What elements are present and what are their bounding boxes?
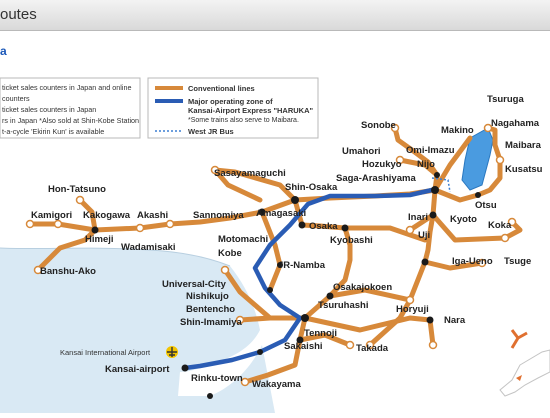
arrow-icon — [510, 329, 528, 349]
conventional-lines — [27, 125, 523, 385]
station-akashi: Akashi — [137, 210, 168, 221]
legend-left-line-2: counters — [2, 94, 30, 103]
station-kyoto: Kyoto — [450, 214, 477, 225]
station-nara: Nara — [444, 315, 466, 326]
station-omi-imazu: Omi-Imazu — [406, 145, 455, 156]
station-osaka: Osaka — [309, 221, 338, 232]
station-kobe: Kobe — [218, 248, 242, 259]
station-sannomiya: Sannomiya — [193, 210, 244, 221]
station-iga-ueno: Iga-Ueno — [452, 256, 493, 267]
station-kakogawa: Kakogawa — [83, 210, 131, 221]
station-universal-city: Universal-City — [162, 279, 227, 290]
station-kamigori: Kamigori — [31, 210, 72, 221]
station-koka: Koka — [488, 220, 512, 231]
airport-label: Kansai International Airport — [60, 348, 151, 357]
station-kyobashi: Kyobashi — [330, 235, 373, 246]
route-map: ticket sales counters in Japan and onlin… — [0, 70, 550, 413]
legend-conventional-label: Conventional lines — [188, 84, 255, 93]
station-maibara: Maibara — [505, 140, 542, 151]
station-wakayama: Wakayama — [252, 379, 301, 390]
legend-left-line-3: ticket sales counters in Japan — [2, 105, 96, 114]
station-saga-arashiyama: Saga-Arashiyama — [336, 173, 416, 184]
station-tsuruga: Tsuruga — [487, 94, 524, 105]
station-makino: Makino — [441, 125, 474, 136]
station-hon-tatsuno: Hon-Tatsuno — [48, 184, 106, 195]
page-title: outes — [0, 6, 37, 23]
sea-area — [0, 248, 275, 413]
japan-inset — [499, 349, 550, 397]
coast-line — [0, 247, 231, 267]
station-tennoji: Tennoji — [304, 328, 337, 339]
station-umahori: Umahori — [342, 146, 381, 157]
station-tsuruhashi: Tsuruhashi — [318, 300, 369, 311]
station-nishikujo: Nishikujo — [186, 291, 229, 302]
legend-left: ticket sales counters in Japan and onlin… — [0, 77, 141, 139]
station-sonobe: Sonobe — [361, 120, 396, 131]
station-tsuge: Tsuge — [504, 256, 531, 267]
japan-highlight — [516, 375, 522, 381]
legend-right: Conventional lines Major operating zone … — [147, 77, 319, 139]
legend-left-line-1: ticket sales counters in Japan and onlin… — [2, 83, 131, 92]
station-osakajokoen: Osakajokoen — [333, 282, 392, 293]
station-shin-osaka: Shin-Osaka — [285, 182, 338, 193]
route-map-svg: ticket sales counters in Japan and onlin… — [0, 77, 550, 413]
station-takada: Takada — [356, 343, 389, 354]
station-nijo: Nijo — [417, 159, 435, 170]
station-kusatsu: Kusatsu — [505, 164, 543, 175]
station-amagasaki: Amagasaki — [256, 208, 306, 219]
station-markers — [25, 123, 517, 387]
station-nagahama: Nagahama — [491, 118, 540, 129]
station-bentencho: Bentencho — [186, 304, 235, 315]
lake-biwa — [461, 127, 494, 191]
station-wadamisaki: Wadamisaki — [121, 242, 176, 253]
major-station-markers — [91, 172, 481, 399]
station-himeji: Himeji — [85, 234, 114, 245]
station-rinku-town: Rinku-town — [191, 373, 243, 384]
station-sasayamaguchi: Sasayamaguchi — [214, 168, 286, 179]
legend-haruka-label-2: Kansai-Airport Express "HARUKA" — [188, 106, 313, 115]
legend-haruka-label-1: Major operating zone of — [188, 97, 273, 106]
station-shin-imamiya: Shin-Imamiya — [180, 317, 242, 328]
station-motomachi: Motomachi — [218, 234, 268, 245]
legend-left-line-5: t-a-cycle 'Ekirin Kun' is available — [2, 127, 104, 136]
sub-heading: a — [0, 44, 7, 58]
haruka-line — [182, 187, 435, 371]
station-labels: Tsuruga Nagahama Makino Maibara Kusatsu … — [31, 94, 543, 390]
station-jr-namba: JR-Namba — [278, 260, 326, 271]
west-jr-bus-line — [431, 177, 451, 193]
station-uji: Uji — [418, 230, 430, 241]
station-inari: Inari — [408, 212, 428, 223]
station-horyuji: Horyuji — [396, 304, 429, 315]
title-bar: outes — [0, 0, 550, 31]
station-kansai-airport: Kansai-airport — [105, 364, 170, 375]
legend-left-line-4: rs in Japan *Also sold at Shin-Kobe Stat… — [2, 116, 139, 125]
legend-haruka-note: *Some trains also serve to Maibara. — [188, 117, 299, 124]
airplane-icon — [166, 346, 178, 358]
legend-bus-label: West JR Bus — [188, 127, 234, 136]
station-banshu-ako: Banshu-Ako — [40, 266, 96, 277]
station-sakaishi: Sakaishi — [284, 341, 323, 352]
station-hozukyo: Hozukyo — [362, 159, 402, 170]
station-otsu: Otsu — [475, 200, 497, 211]
